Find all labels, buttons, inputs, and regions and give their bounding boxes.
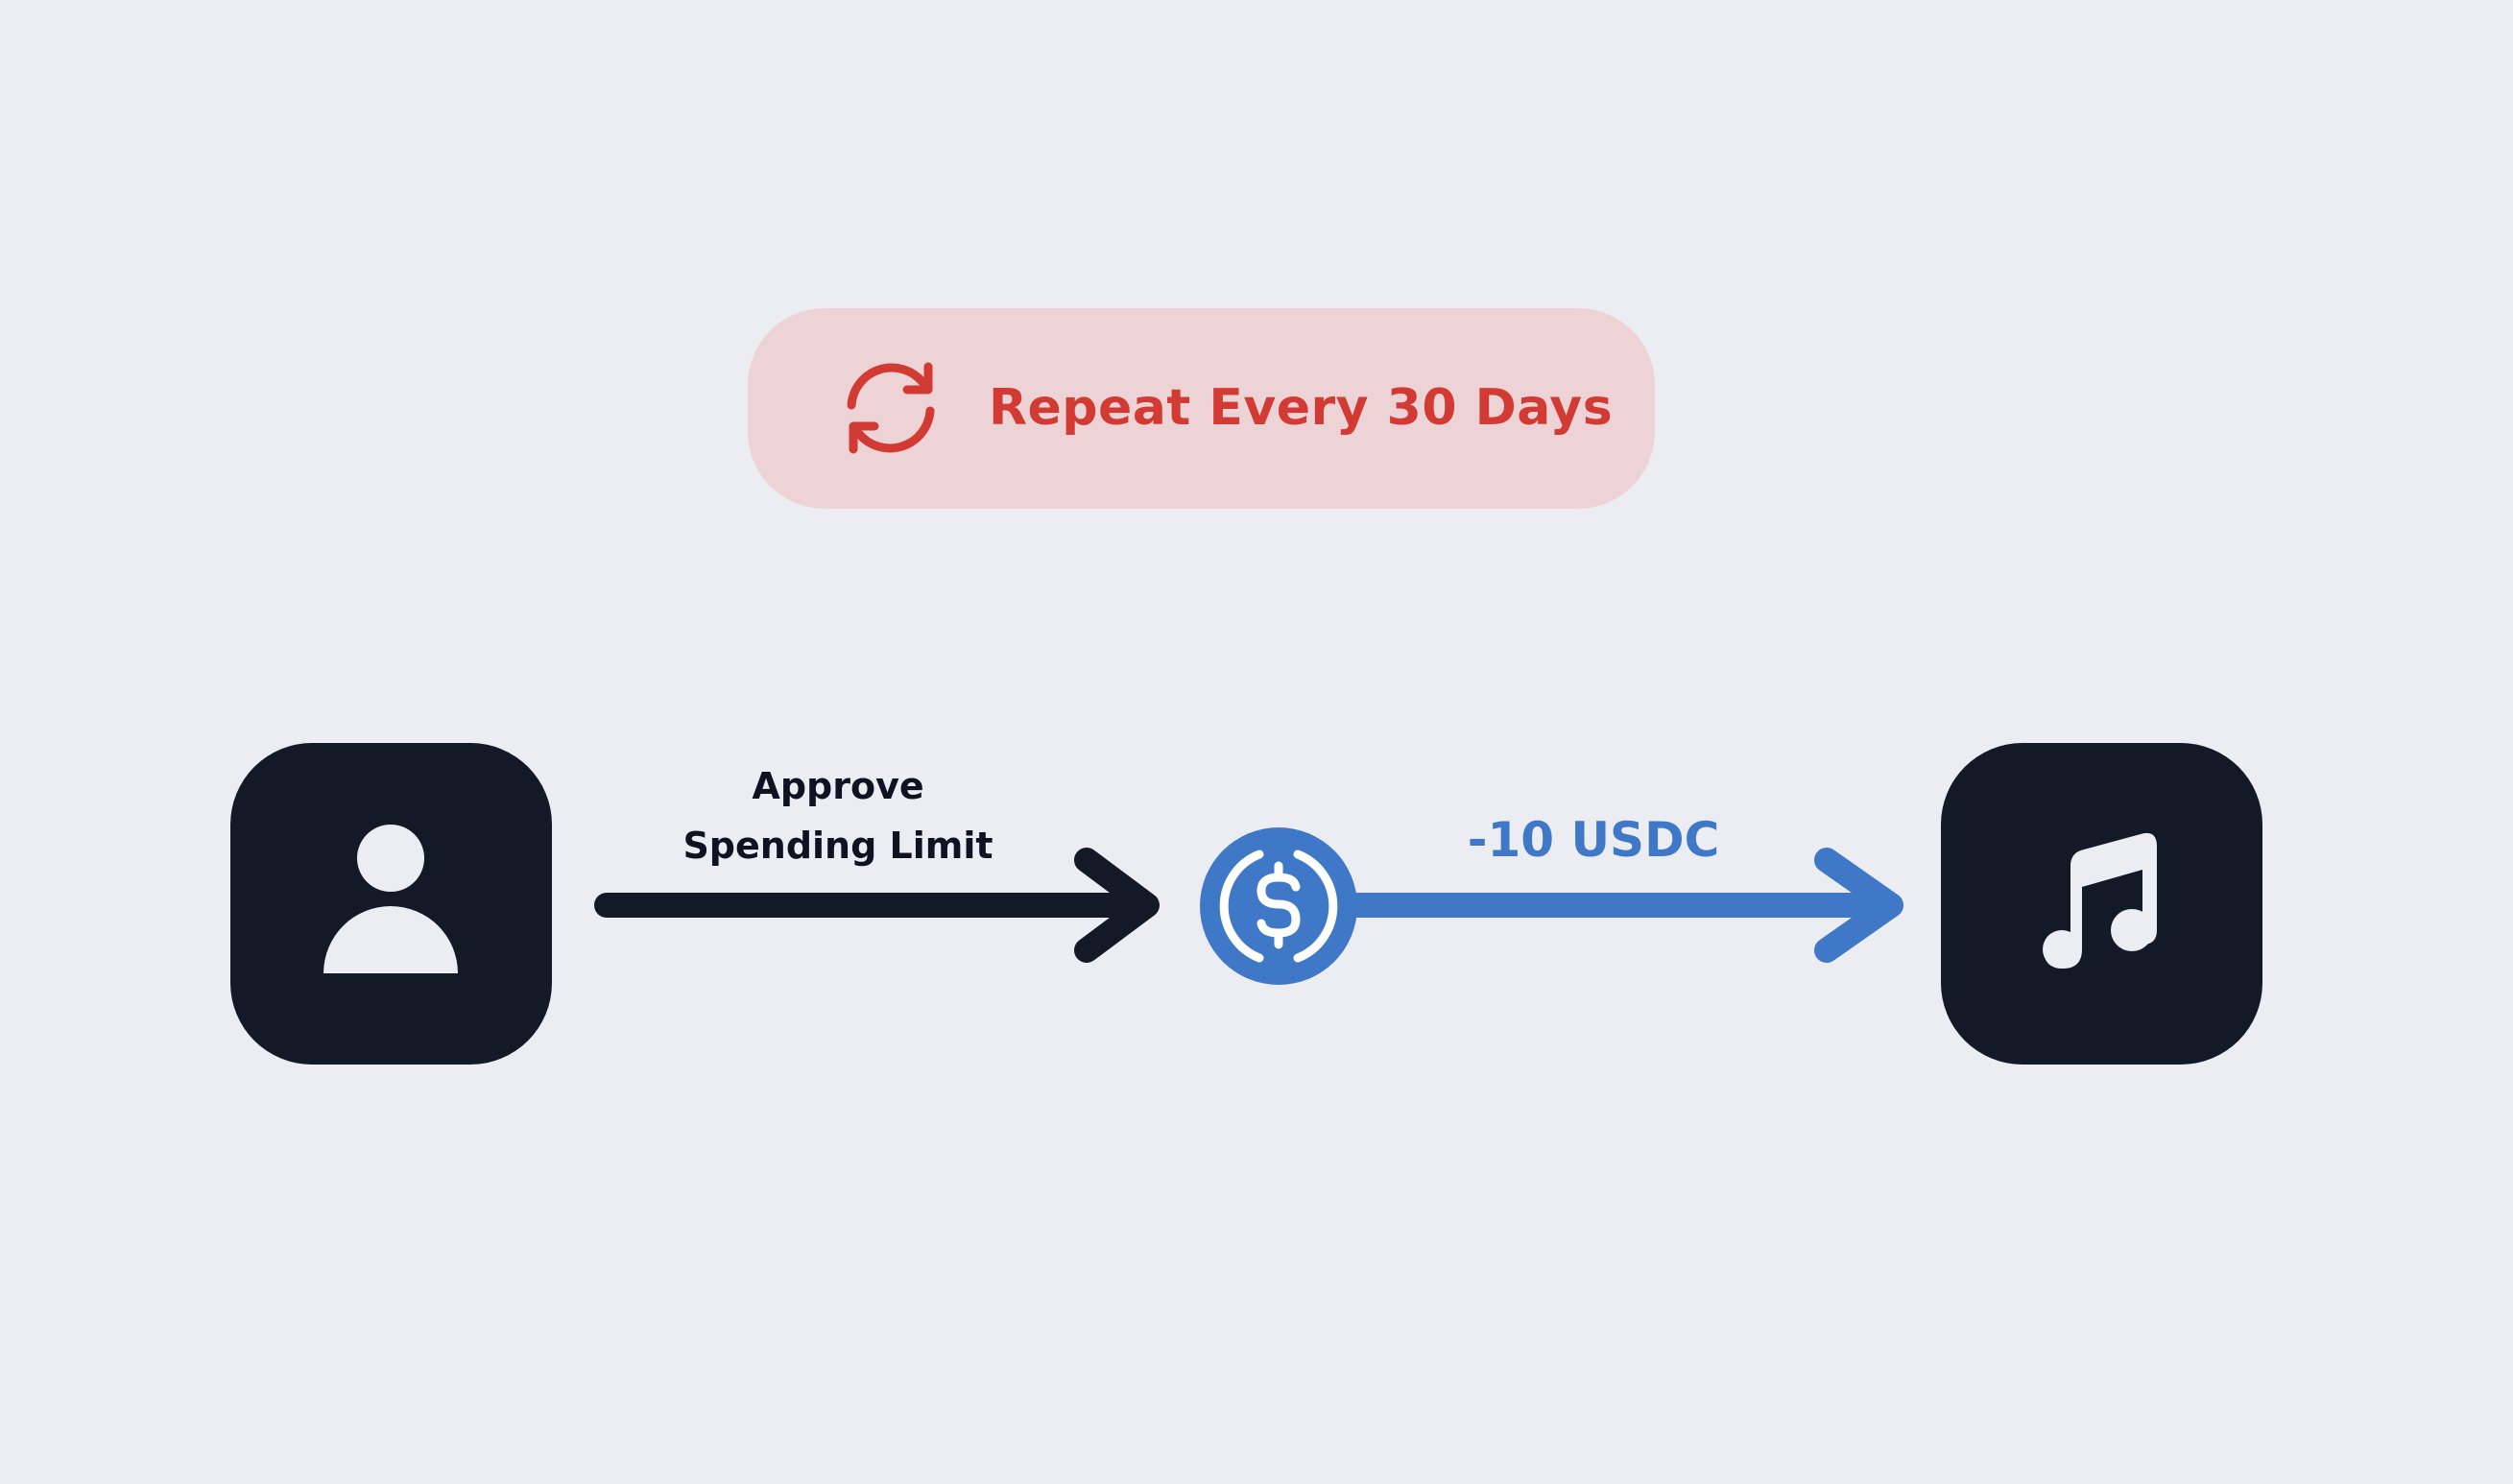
approve-label-line2: Spending Limit (682, 825, 993, 867)
approve-arrow (594, 848, 1160, 963)
transfer-arrow (1336, 848, 1903, 963)
payer-node (230, 743, 552, 1065)
repeat-badge (748, 308, 1655, 509)
approve-label-line1: Approve (752, 765, 924, 807)
repeat-label: Repeat Every 30 Days (989, 379, 1614, 437)
music-note-icon (2043, 832, 2157, 969)
refresh-icon (847, 362, 935, 454)
usdc-coin-icon (1200, 827, 1357, 985)
merchant-node (1941, 743, 2262, 1065)
user-icon (323, 825, 458, 973)
transfer-amount-label: -10 USDC (1467, 812, 1720, 868)
